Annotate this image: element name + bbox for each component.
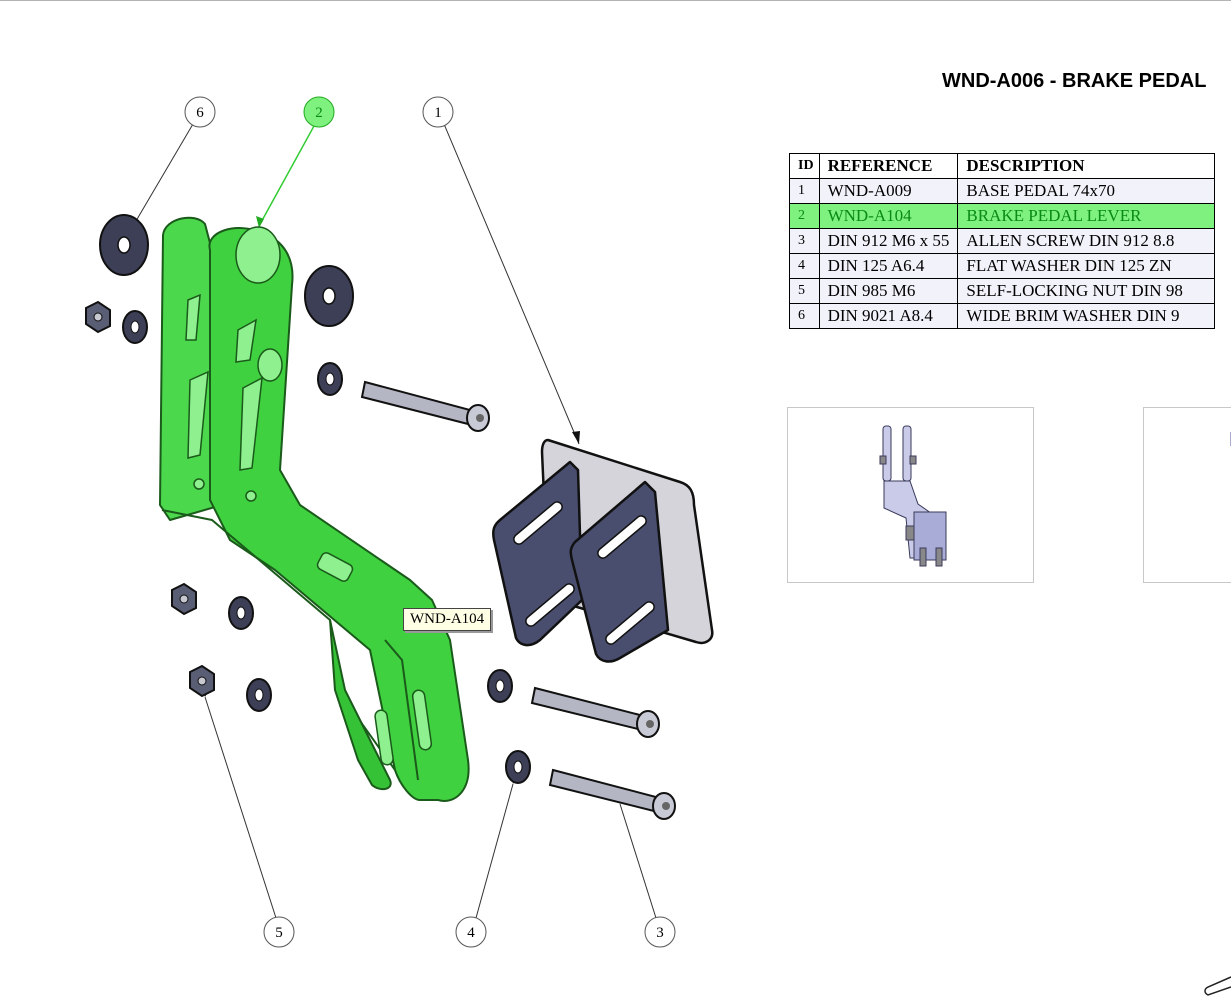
assembly-thumbnail-icon bbox=[1230, 432, 1231, 446]
leader-line-2 bbox=[258, 125, 315, 227]
leader-line-3 bbox=[619, 803, 657, 919]
balloon-label: 5 bbox=[275, 925, 283, 941]
balloon-5[interactable]: 5 bbox=[263, 916, 295, 948]
balloon-4[interactable]: 4 bbox=[455, 916, 487, 948]
balloon-label: 4 bbox=[467, 925, 475, 941]
balloon-label: 1 bbox=[434, 105, 442, 121]
allen-screws[interactable] bbox=[360, 380, 676, 820]
bom-row-5[interactable]: 5 DIN 985 M6 SELF-LOCKING NUT DIN 98 bbox=[789, 278, 1216, 304]
bom-row-2-highlighted[interactable]: 2 WND-A104 BRAKE PEDAL LEVER bbox=[789, 203, 1216, 229]
bom-cell-reference: DIN 9021 A8.4 bbox=[818, 303, 959, 329]
bom-cell-id: 2 bbox=[789, 203, 820, 229]
exploded-assembly-drawing: 6 2 1 5 4 3 bbox=[85, 96, 714, 948]
bom-cell-reference: WND-A009 bbox=[818, 178, 959, 204]
balloon-1[interactable]: 1 bbox=[422, 96, 454, 128]
assembly-thumbnail-front[interactable] bbox=[787, 407, 1034, 583]
bom-cell-id: 6 bbox=[789, 303, 820, 329]
assembly-thumbnail-side[interactable] bbox=[1143, 407, 1231, 583]
bom-row-6[interactable]: 6 DIN 9021 A8.4 WIDE BRIM WASHER DIN 9 bbox=[789, 303, 1216, 329]
bom-cell-id: 3 bbox=[789, 228, 820, 254]
bill-of-materials-table: ID REFERENCE DESCRIPTION 1 WND-A009 BASE… bbox=[789, 153, 1216, 329]
bom-header-id: ID bbox=[789, 153, 820, 179]
bom-header-description: DESCRIPTION bbox=[957, 153, 1216, 179]
bom-cell-id: 4 bbox=[789, 253, 820, 279]
bom-header-reference: REFERENCE bbox=[818, 153, 959, 179]
bom-cell-description: SELF-LOCKING NUT DIN 98 bbox=[957, 278, 1216, 304]
leader-line-1 bbox=[443, 123, 580, 445]
balloon-label: 3 bbox=[656, 925, 664, 941]
part-hover-tooltip: WND-A104 bbox=[403, 608, 492, 631]
drawing-title: WND-A006 - BRAKE PEDAL bbox=[942, 70, 1207, 92]
balloon-label: 2 bbox=[315, 105, 323, 121]
bom-row-4[interactable]: 4 DIN 125 A6.4 FLAT WASHER DIN 125 ZN bbox=[789, 253, 1216, 279]
bom-cell-reference: WND-A104 bbox=[818, 203, 959, 229]
bom-cell-reference: DIN 985 M6 bbox=[818, 278, 959, 304]
bom-cell-id: 1 bbox=[789, 178, 820, 204]
bom-cell-description: FLAT WASHER DIN 125 ZN bbox=[957, 253, 1216, 279]
bom-cell-reference: DIN 125 A6.4 bbox=[818, 253, 959, 279]
bom-row-3[interactable]: 3 DIN 912 M6 x 55 ALLEN SCREW DIN 912 8.… bbox=[789, 228, 1216, 254]
lever-cutouts bbox=[185, 226, 433, 766]
bom-cell-id: 5 bbox=[789, 278, 820, 304]
washer-holes bbox=[117, 236, 336, 305]
leader-line-4 bbox=[475, 783, 514, 919]
balloon-2-highlighted[interactable]: 2 bbox=[303, 96, 335, 128]
leader-line-5 bbox=[204, 696, 277, 919]
balloon-3[interactable]: 3 bbox=[644, 916, 676, 948]
base-plate-slots bbox=[513, 501, 655, 645]
bom-cell-description: BRAKE PEDAL LEVER bbox=[957, 203, 1216, 229]
nut-bores bbox=[93, 312, 207, 686]
bom-row-1[interactable]: 1 WND-A009 BASE PEDAL 74x70 bbox=[789, 178, 1216, 204]
corner-partial-glyph bbox=[1204, 976, 1231, 996]
bom-cell-description: ALLEN SCREW DIN 912 8.8 bbox=[957, 228, 1216, 254]
allen-socket bbox=[476, 414, 670, 810]
top-border bbox=[0, 0, 1231, 1]
bom-cell-description: BASE PEDAL 74x70 bbox=[957, 178, 1216, 204]
bom-cell-reference: DIN 912 M6 x 55 bbox=[818, 228, 959, 254]
assembly-thumbnail-icon bbox=[879, 425, 947, 567]
flat-washer-holes bbox=[130, 320, 523, 774]
bom-cell-description: WIDE BRIM WASHER DIN 9 bbox=[957, 303, 1216, 329]
balloon-label: 6 bbox=[196, 105, 204, 121]
balloon-6[interactable]: 6 bbox=[184, 96, 216, 128]
bom-header-row: ID REFERENCE DESCRIPTION bbox=[789, 153, 1216, 179]
